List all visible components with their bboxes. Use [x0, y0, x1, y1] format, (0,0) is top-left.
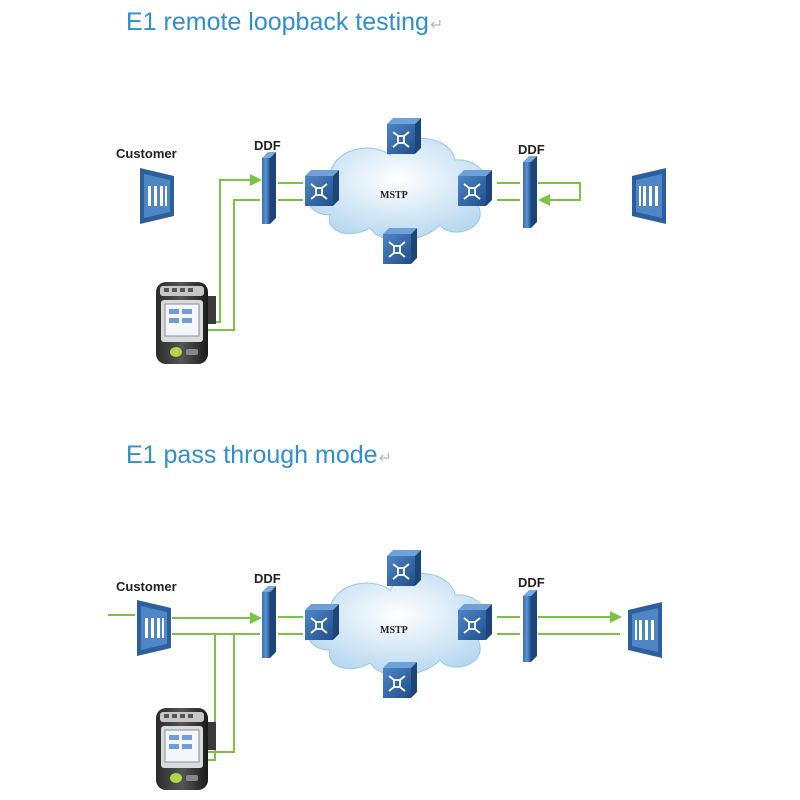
mstp-node-icon [304, 603, 340, 641]
mstp-node-icon [386, 117, 422, 155]
e1-tester-device-icon [155, 707, 217, 791]
ddf-right-label: DDF [518, 575, 545, 590]
mstp-node-icon [386, 549, 422, 587]
mstp-node-icon [457, 169, 493, 207]
title-text: E1 pass through mode [126, 441, 378, 469]
diagram-passthrough: Customer DDF DDF MSTP [108, 549, 663, 791]
customer-label: Customer [116, 146, 177, 161]
customer-label: Customer [116, 579, 177, 594]
remote-equipment-icon [631, 167, 667, 225]
title-text: E1 remote loopback testing [126, 8, 429, 36]
diagram-title-loopback: E1 remote loopback testing↵ [126, 8, 443, 37]
cloud-label: MSTP [380, 625, 408, 636]
ddf-right-label: DDF [518, 142, 545, 157]
mstp-node-icon [457, 603, 493, 641]
ddf-left-label: DDF [254, 138, 281, 153]
diagram-loopback: Customer DDF DDF MSTP [116, 117, 667, 365]
remote-equipment-icon [627, 601, 663, 659]
ddf-panel-icon [523, 590, 537, 662]
cloud-label: MSTP [380, 190, 408, 201]
diagram-title-passthrough: E1 pass through mode↵ [126, 441, 392, 470]
return-mark-icon: ↵ [429, 17, 444, 34]
ddf-panel-icon [262, 152, 276, 224]
customer-equipment-icon [139, 167, 175, 225]
ddf-panel-icon [262, 586, 276, 658]
ddf-panel-icon [523, 156, 537, 228]
return-mark-icon: ↵ [378, 450, 392, 467]
mstp-node-icon [304, 169, 340, 207]
customer-equipment-icon [136, 599, 172, 657]
mstp-node-icon [382, 227, 418, 265]
mstp-node-icon [382, 661, 418, 699]
ddf-left-label: DDF [254, 571, 281, 586]
e1-tester-device-icon [155, 281, 217, 365]
